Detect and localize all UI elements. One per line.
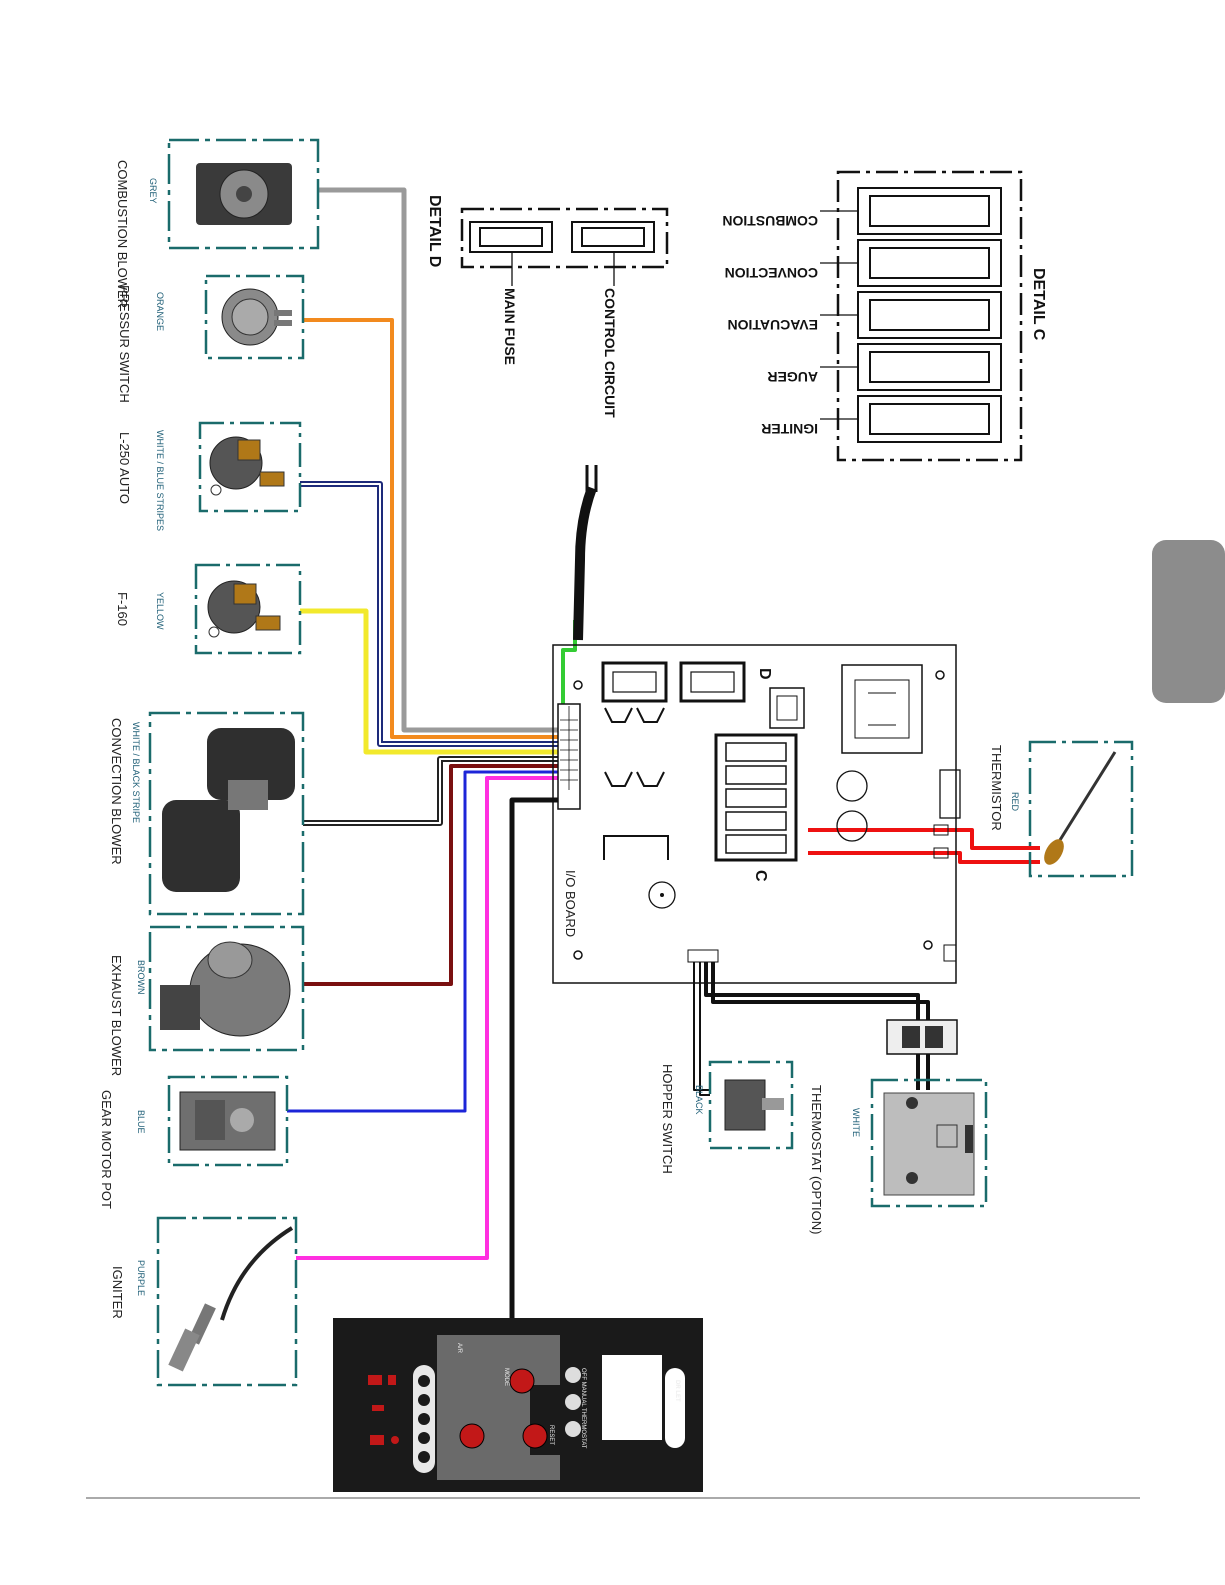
detail-d-main-fuse: MAIN FUSE (502, 288, 518, 365)
exhaust-blower-label: EXHAUST BLOWER (109, 955, 124, 1076)
l250-switch: WHITE / BLUE STRIPES L-250 AUTO (117, 421, 302, 531)
harness-connector (557, 703, 581, 810)
thermostat-color: WHITE (851, 1108, 861, 1137)
pressure-switch: ORANGE PRESSUR SWITCH (117, 274, 305, 403)
board-marker-d: D (756, 668, 773, 680)
hopper-switch-color: BLACK (694, 1085, 704, 1115)
l250-color: WHITE / BLUE STRIPES (155, 430, 165, 531)
wire-purple (296, 776, 565, 1260)
igniter-label: IGNITER (110, 1266, 125, 1319)
wire-orange (303, 318, 565, 739)
detail-c-fuse-2: CONVECTION (725, 265, 818, 281)
f160-switch: YELLOW F-160 (115, 563, 302, 655)
detail-c-fuse-3: EVACUATION (728, 317, 818, 333)
detail-d: DETAIL D MAIN FUSE CONTROL CIRCUIT (426, 195, 669, 418)
wire-grey (318, 187, 565, 733)
panel-reset-button[interactable] (522, 1423, 548, 1449)
convection-blower-color: WHITE / BLACK STRIPE (131, 722, 141, 823)
gear-motor: BLUE GEAR MOTOR POT (99, 1075, 289, 1209)
detail-c-fuse-4: AUGER (767, 369, 818, 385)
igniter: PURPLE IGNITER (110, 1216, 298, 1387)
combustion-blower: GREY COMBUSTION BLOWER (115, 138, 320, 308)
pressure-switch-label: PRESSUR SWITCH (117, 285, 132, 403)
thermostat: WHITE THERMOSTAT (OPTION) (809, 1078, 988, 1235)
convection-blower: WHITE / BLACK STRIPE CONVECTION BLOWER (109, 711, 305, 916)
wire-blue (287, 770, 565, 1113)
panel-mode-button[interactable] (509, 1368, 535, 1394)
wire-white-black (303, 756, 565, 826)
thermistor: RED THERMISTOR (989, 740, 1134, 878)
panel-mode-label: MODE (503, 1368, 509, 1386)
gear-motor-label: GEAR MOTOR POT (99, 1090, 114, 1209)
board-fuse-c (714, 733, 798, 862)
thermostat-label: THERMOSTAT (OPTION) (809, 1085, 824, 1235)
page-tab (1152, 540, 1225, 703)
io-board: D C (552, 644, 961, 984)
hopper-switch-label: HOPPER SWITCH (660, 1064, 675, 1174)
detail-c-fuse-1: COMBUSTION (722, 213, 818, 229)
wire-brown (303, 764, 565, 986)
gear-motor-color: BLUE (136, 1110, 146, 1134)
detail-c-fuse-5: IGNITER (761, 421, 818, 437)
wire-thermostat-1 (704, 960, 920, 1090)
detail-c: DETAIL C COMBUSTION CONVECTION EVACUATIO… (722, 170, 1047, 462)
board-transformer (841, 664, 923, 754)
panel-switch-labels: OFF MANUAL THERMOSTAT (580, 1368, 586, 1449)
igniter-color: PURPLE (136, 1260, 146, 1296)
panel-brand: DR LET (674, 1380, 680, 1402)
hopper-switch: BLACK HOPPER SWITCH (660, 1060, 794, 1174)
wire-hopper (693, 960, 710, 1091)
combustion-blower-label: COMBUSTION BLOWER (115, 160, 130, 308)
panel-reset-label: RESET (548, 1425, 554, 1445)
detail-d-title: DETAIL D (426, 195, 443, 267)
detail-d-control-circuit: CONTROL CIRCUIT (602, 288, 618, 418)
detail-c-title: DETAIL C (1030, 268, 1047, 341)
wire-yellow (300, 608, 565, 755)
thermistor-color: RED (1010, 792, 1020, 812)
panel-display (602, 1355, 662, 1440)
wire-red-1 (808, 828, 1040, 850)
pressure-switch-color: ORANGE (155, 292, 165, 331)
wire-red-2 (808, 851, 1040, 864)
thermistor-label: THERMISTOR (989, 745, 1004, 831)
board-switch (769, 687, 805, 729)
combustion-blower-color: GREY (148, 178, 158, 204)
convection-blower-label: CONVECTION BLOWER (109, 718, 124, 865)
panel-button-1[interactable] (459, 1423, 485, 1449)
exhaust-blower: BROWN EXHAUST BLOWER (109, 925, 305, 1076)
panel-ar-label: A/R (456, 1343, 462, 1354)
f160-label: F-160 (115, 592, 130, 626)
wire-harness (287, 187, 1040, 1318)
l250-label: L-250 AUTO (117, 432, 132, 504)
wire-white-blue (300, 481, 565, 747)
board-label: I/O BOARD (563, 870, 578, 937)
terminal-block (886, 1019, 958, 1090)
wire-black-panel (509, 797, 560, 1318)
f160-color: YELLOW (155, 592, 165, 630)
board-marker-c: C (752, 870, 769, 882)
exhaust-blower-color: BROWN (136, 960, 146, 995)
control-panel: DR LET MODE RESET A/R OFF MANUAL THERMOS… (333, 1318, 703, 1492)
power-cord (573, 486, 597, 641)
